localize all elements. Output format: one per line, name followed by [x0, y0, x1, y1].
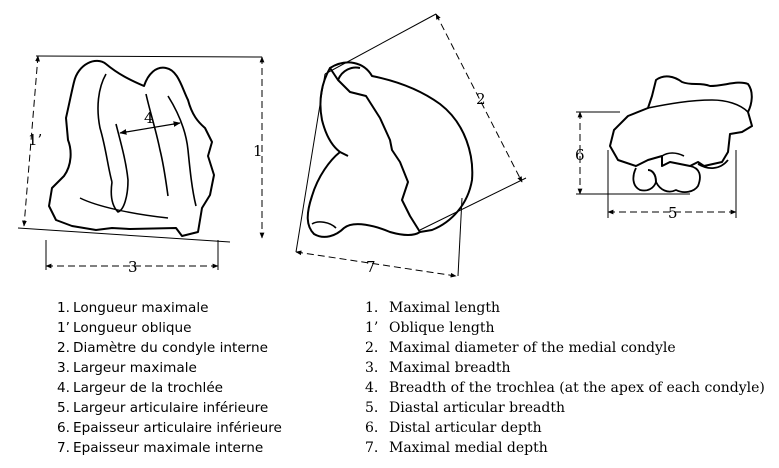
legend-item: 1. Maximal length: [365, 298, 765, 318]
dim-label-1: 1: [253, 142, 263, 160]
dim-label-7: 7: [366, 258, 376, 276]
bone-distal-view: [609, 75, 753, 193]
dim-label-1-prime: 1’: [28, 131, 42, 149]
legend-item: 7.Epaisseur maximale interne: [57, 438, 282, 458]
dim-label-6: 6: [575, 146, 585, 164]
legend-item-number: 7.: [365, 440, 379, 456]
legend-item-number: 1’: [365, 320, 379, 336]
legend-item: 6. Distal articular depth: [365, 418, 765, 438]
legend-item: 5. Diastal articular breadth: [365, 398, 765, 418]
legend-item-text: Distal articular depth: [389, 420, 542, 436]
middle-dimension-lines: [295, 13, 527, 278]
legend-item-text: Oblique length: [389, 320, 495, 336]
left-dimension-lines: [17, 55, 265, 270]
legend-item: 3. Maximal breadth: [365, 358, 765, 378]
legend-item-text: Breadth of the trochlea (at the apex of …: [389, 380, 765, 396]
legend-item-number: 1.: [365, 300, 379, 316]
legend-item-number: 4.: [57, 380, 70, 396]
legend-item-text: Diamètre du condyle interne: [73, 340, 269, 356]
legend-item: 1’Longueur oblique: [57, 318, 282, 338]
legend-item: 6.Epaisseur articulaire inférieure: [57, 418, 282, 438]
legend-item: 1.Longueur maximale: [57, 298, 282, 318]
legend-item-number: 7.: [57, 440, 70, 456]
legend-item-text: Largeur de la trochlée: [73, 380, 224, 396]
legend-item-text: Epaisseur articulaire inférieure: [73, 420, 282, 436]
legend-item: 4.Largeur de la trochlée: [57, 378, 282, 398]
legend-item-text: Maximal length: [389, 300, 500, 316]
legend-item-number: 5.: [365, 400, 379, 416]
legend-item-number: 5.: [57, 400, 70, 416]
legend-english: 1. Maximal length 1’ Oblique length 2. Maxima…: [365, 298, 765, 458]
legend-item: 7. Maximal medial depth: [365, 438, 765, 458]
legend-item-text: Longueur maximale: [73, 300, 209, 316]
legend-item: 2. Maximal diameter of the medial condyle: [365, 338, 765, 358]
legend-item-number: 1’: [57, 320, 70, 336]
legend-item-number: 6.: [57, 420, 70, 436]
legend-item-text: Largeur articulaire inférieure: [73, 400, 269, 416]
legend-item: 3.Largeur maximale: [57, 358, 282, 378]
legend-item-text: Maximal medial depth: [389, 440, 548, 456]
legend-item-number: 4.: [365, 380, 379, 396]
legend-item: 2.Diamètre du condyle interne: [57, 338, 282, 358]
legend-item: 4. Breadth of the trochlea (at the apex o…: [365, 378, 765, 398]
dim-label-3: 3: [128, 258, 138, 276]
measurement-diagram: 1 1’ 2 3 4 5 6 7: [17, 13, 753, 278]
right-dimension-lines: [576, 111, 737, 218]
bone-medial-view: [306, 61, 474, 238]
legend-item-number: 6.: [365, 420, 379, 436]
legend-item-number: 2.: [365, 340, 379, 356]
legend-item-text: Maximal diameter of the medial condyle: [389, 340, 676, 356]
legend-item: 5.Largeur articulaire inférieure: [57, 398, 282, 418]
dim-label-5: 5: [668, 204, 678, 222]
legend-item-text: Largeur maximale: [73, 360, 197, 376]
dim-label-2: 2: [476, 90, 486, 108]
legend-item-number: 1.: [57, 300, 70, 316]
dim-label-4: 4: [144, 109, 154, 127]
bone-anterior-view: [48, 59, 215, 237]
legend-item-number: 3.: [365, 360, 379, 376]
legend-item-text: Maximal breadth: [389, 360, 511, 376]
legend-item: 1’ Oblique length: [365, 318, 765, 338]
legend-item-text: Longueur oblique: [73, 320, 192, 336]
legend-item-number: 2.: [57, 340, 70, 356]
legend-item-text: Epaisseur maximale interne: [73, 440, 264, 456]
legend-item-number: 3.: [57, 360, 70, 376]
legend-item-text: Diastal articular breadth: [389, 400, 565, 416]
